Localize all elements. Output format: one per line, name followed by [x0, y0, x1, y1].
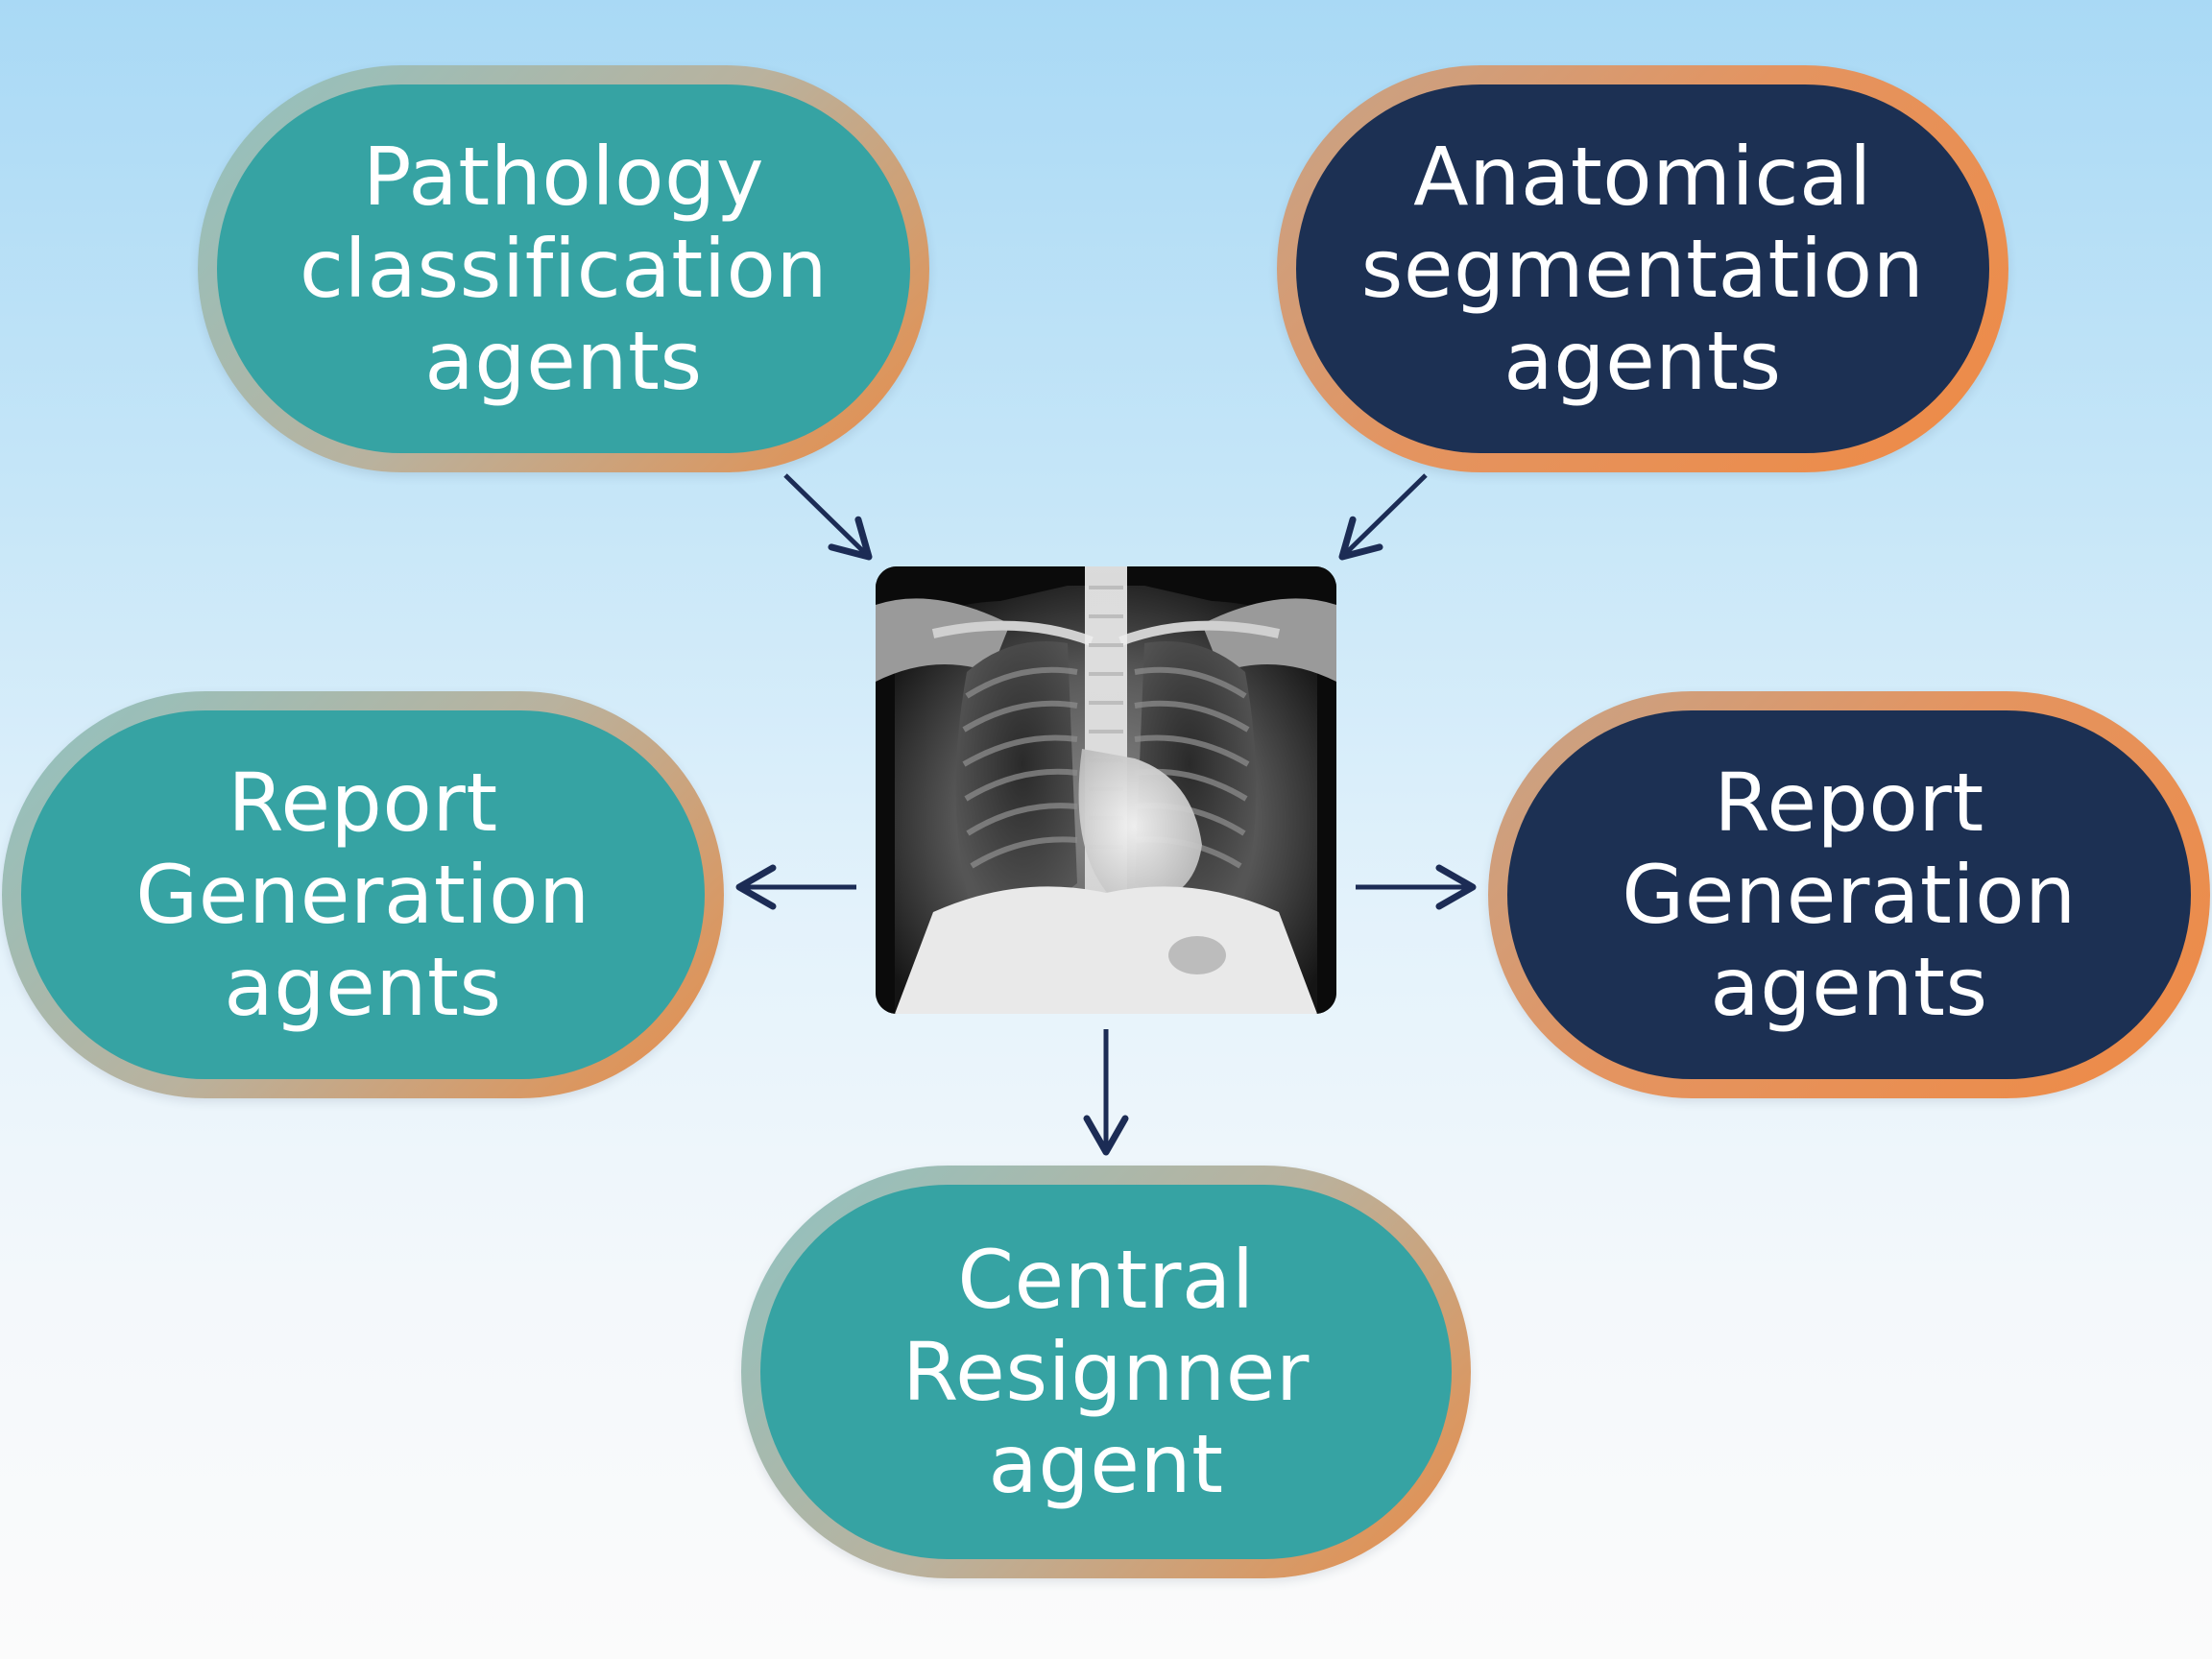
node-label-line: Report	[1714, 756, 1984, 850]
node-label-line: Anatomical	[1413, 130, 1872, 224]
node-pathology-classification-inner: Pathology classification agents	[217, 84, 910, 453]
node-report-generation-right: Report Generation agents	[1488, 691, 2210, 1098]
node-label-line: agents	[224, 940, 502, 1034]
arrow-pathology-to-xray	[783, 473, 873, 561]
node-report-generation-right-inner: Report Generation agents	[1507, 710, 2191, 1079]
node-central-resignner-inner: Central Resignner agent	[760, 1185, 1452, 1559]
chest-xray-image	[876, 566, 1336, 1014]
node-label-line: agents	[1503, 314, 1782, 408]
node-anatomical-segmentation: Anatomical segmentation agents	[1277, 65, 2008, 472]
node-label-line: Resignner	[902, 1325, 1310, 1419]
node-report-generation-left: Report Generation agents	[2, 691, 724, 1098]
node-label-line: agent	[988, 1417, 1224, 1511]
node-label-line: Central	[957, 1233, 1255, 1327]
node-pathology-classification: Pathology classification agents	[198, 65, 929, 472]
node-label-line: classification	[299, 222, 829, 316]
node-label-line: Generation	[135, 848, 590, 942]
node-label-line: Generation	[1622, 848, 2077, 942]
node-label-line: agents	[1710, 940, 1988, 1034]
node-central-text: Central Resignner agent	[902, 1234, 1310, 1510]
node-pathology-text: Pathology classification agents	[300, 131, 828, 407]
node-report-left-text: Report Generation agents	[135, 757, 590, 1033]
arrow-anatomical-to-xray	[1338, 473, 1428, 561]
node-label-line: Report	[228, 756, 498, 850]
node-anatomical-text: Anatomical segmentation agents	[1361, 131, 1925, 407]
node-report-right-text: Report Generation agents	[1622, 757, 2077, 1033]
node-label-line: segmentation	[1360, 222, 1925, 316]
node-anatomical-segmentation-inner: Anatomical segmentation agents	[1296, 84, 1989, 453]
node-label-line: Pathology	[362, 130, 765, 224]
node-central-resignner: Central Resignner agent	[741, 1166, 1471, 1578]
node-label-line: agents	[424, 314, 703, 408]
node-report-generation-left-inner: Report Generation agents	[21, 710, 705, 1079]
chest-xray-icon	[876, 566, 1336, 1014]
